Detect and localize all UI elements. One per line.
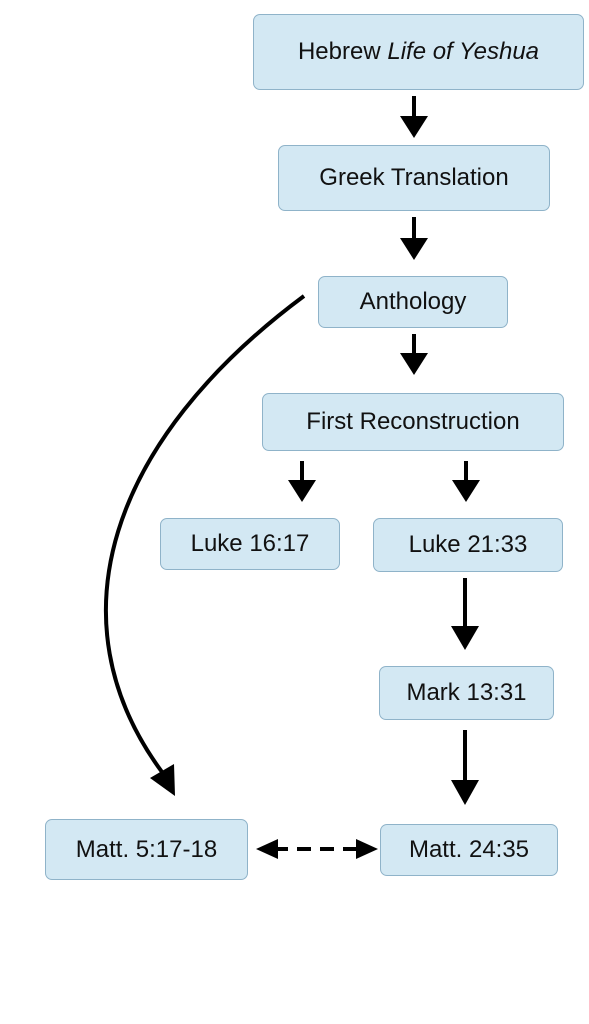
node-anthology: Anthology [318,276,508,328]
node-luke-21-33: Luke 21:33 [373,518,563,572]
node-hebrew-life-of-yeshua: Hebrew Life of Yeshua [253,14,584,90]
node-hebrew-title-italic: Life of Yeshua [387,38,540,65]
arrow-greek-to-anthology [400,217,428,260]
arrow-luke-21-33-to-mark-13-31 [451,578,479,650]
arrow-first-reconstruction-to-luke-21-33 [452,461,480,502]
node-hebrew-prefix: Hebrew [297,38,388,65]
node-matt-5-17-18: Matt. 5:17-18 [45,819,248,880]
node-greek-translation: Greek Translation [278,145,550,211]
arrow-first-reconstruction-to-luke-16-17 [288,461,316,502]
arrow-hebrew-to-greek [400,96,428,138]
node-mark-13-31: Mark 13:31 [379,666,554,720]
node-first-reconstruction: First Reconstruction [262,393,564,451]
node-matt-24-35: Matt. 24:35 [380,824,558,876]
arrow-matt-5-17-18-to-matt-24-35-dashed [256,839,378,859]
arrow-anthology-to-first-reconstruction [400,334,428,375]
arrow-anthology-to-matt-5-17-18 [104,294,306,796]
node-luke-16-17: Luke 16:17 [160,518,340,570]
arrow-mark-13-31-to-matt-24-35 [451,730,479,805]
